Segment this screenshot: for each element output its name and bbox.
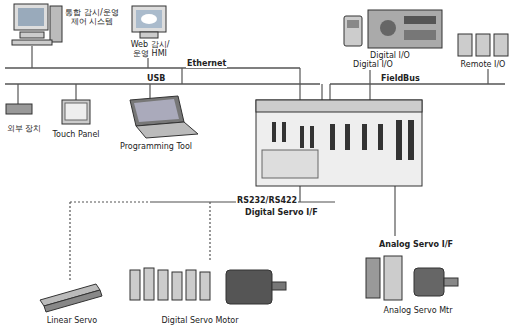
device-node: Analog Servo Mtr [383, 306, 454, 315]
bus-label: RS232/RS422 [236, 196, 298, 205]
linear-servo-icon [40, 284, 102, 312]
web-monitor-icon [132, 6, 166, 38]
device-label: Analog Servo Mtr [383, 306, 454, 315]
device-label: Digital I/O [369, 51, 411, 60]
bus-label: USB [146, 74, 166, 83]
device-label: Remote I/O [460, 60, 507, 69]
fieldbus-line [330, 83, 505, 85]
device-node: Digital I/O [369, 51, 411, 60]
device-label: 외부 장치 [6, 124, 43, 133]
device-label: Touch Panel [51, 130, 100, 139]
touch-panel-icon [62, 100, 90, 124]
drop-lines [18, 46, 488, 282]
device-label: Linear Servo [46, 316, 98, 325]
device-node: 외부 장치 [6, 124, 43, 133]
device-node: Digital Servo Motor [160, 316, 239, 325]
workstation-icon [12, 4, 62, 45]
device-node: Web 감시/운영 HMI [128, 40, 172, 58]
usb-bus [5, 83, 320, 85]
device-label: 통합 감시/운영 제어 시스템 [64, 8, 120, 26]
ethernet-bus [5, 67, 300, 69]
analog-servo-icon [366, 256, 458, 300]
device-node: Linear Servo [46, 316, 98, 325]
device-label: Programming Tool [119, 142, 193, 151]
laptop-icon [130, 96, 198, 138]
device-node: Remote I/O [460, 60, 507, 69]
device-label: Web 감시/운영 HMI [128, 40, 172, 58]
device-label: Digital Servo Motor [160, 316, 239, 325]
bus-label: FieldBus [380, 74, 421, 83]
bus-label: Digital Servo I/F [244, 208, 319, 217]
bus-label: Digital I/O [352, 60, 394, 69]
device-node: Programming Tool [119, 142, 193, 151]
remote-io-icon [458, 34, 508, 56]
external-device-icon [6, 104, 32, 114]
bus-label: Analog Servo I/F [378, 240, 454, 249]
controller-icon [256, 100, 422, 186]
digital-io-icon [344, 10, 442, 48]
bus-label: Ethernet [186, 59, 227, 68]
device-node: 통합 감시/운영 제어 시스템 [64, 8, 120, 26]
digital-servo-motor-icon [130, 268, 286, 304]
device-node: Touch Panel [51, 130, 100, 139]
